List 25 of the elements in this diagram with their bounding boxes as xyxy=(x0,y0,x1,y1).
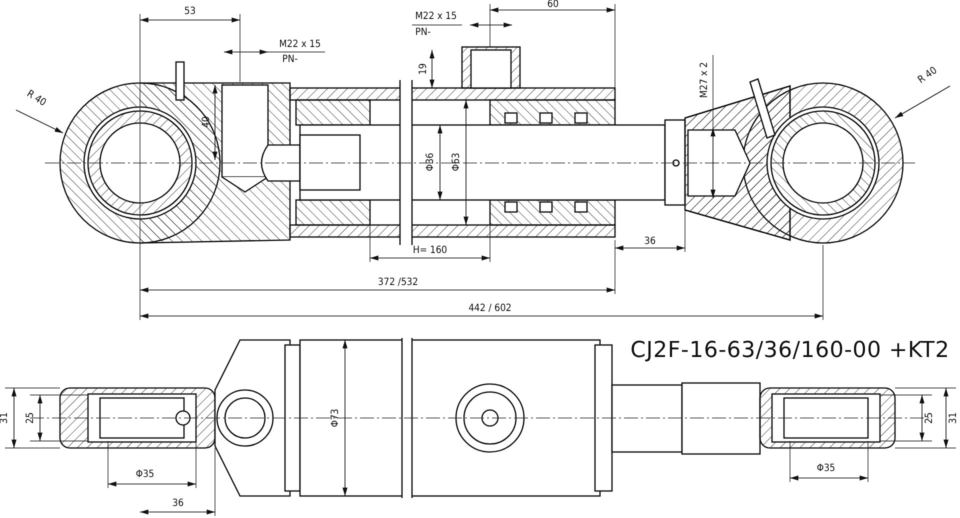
leader-line xyxy=(894,86,950,118)
diameter-value: Φ36 xyxy=(426,152,436,172)
radius-value: R 40 xyxy=(916,66,940,86)
dimension-value: 25 xyxy=(26,412,36,424)
thread-spec: M22 x 15 xyxy=(279,40,321,50)
dimension-value: 36 xyxy=(644,237,656,247)
dimension-value: 442 / 602 xyxy=(468,304,512,314)
thread-spec: M27 x 2 xyxy=(700,62,710,98)
diameter-value: Φ35 xyxy=(816,464,836,474)
dimension-value: 53 xyxy=(184,7,196,17)
thread-note: PN- xyxy=(282,55,298,65)
dimension-value: 372 /532 xyxy=(378,278,418,288)
stroke-value: H= 160 xyxy=(412,246,448,256)
diameter-value: Φ35 xyxy=(136,470,154,480)
dimension-value: 25 xyxy=(925,412,935,424)
dimension-value: 19 xyxy=(419,63,429,75)
diameter-value: Φ63 xyxy=(452,152,462,172)
leader-line xyxy=(16,110,64,134)
dimension-value: 36 xyxy=(172,499,184,509)
dimension-value: 31 xyxy=(949,412,959,424)
thread-note: PN- xyxy=(415,28,431,38)
diameter-value: Φ73 xyxy=(331,408,341,428)
thread-spec: M22 x 15 xyxy=(415,12,457,22)
model-designation: CJ2F-16-63/36/160-00 +KT2 xyxy=(630,340,950,362)
radius-value: R 40 xyxy=(24,89,48,109)
